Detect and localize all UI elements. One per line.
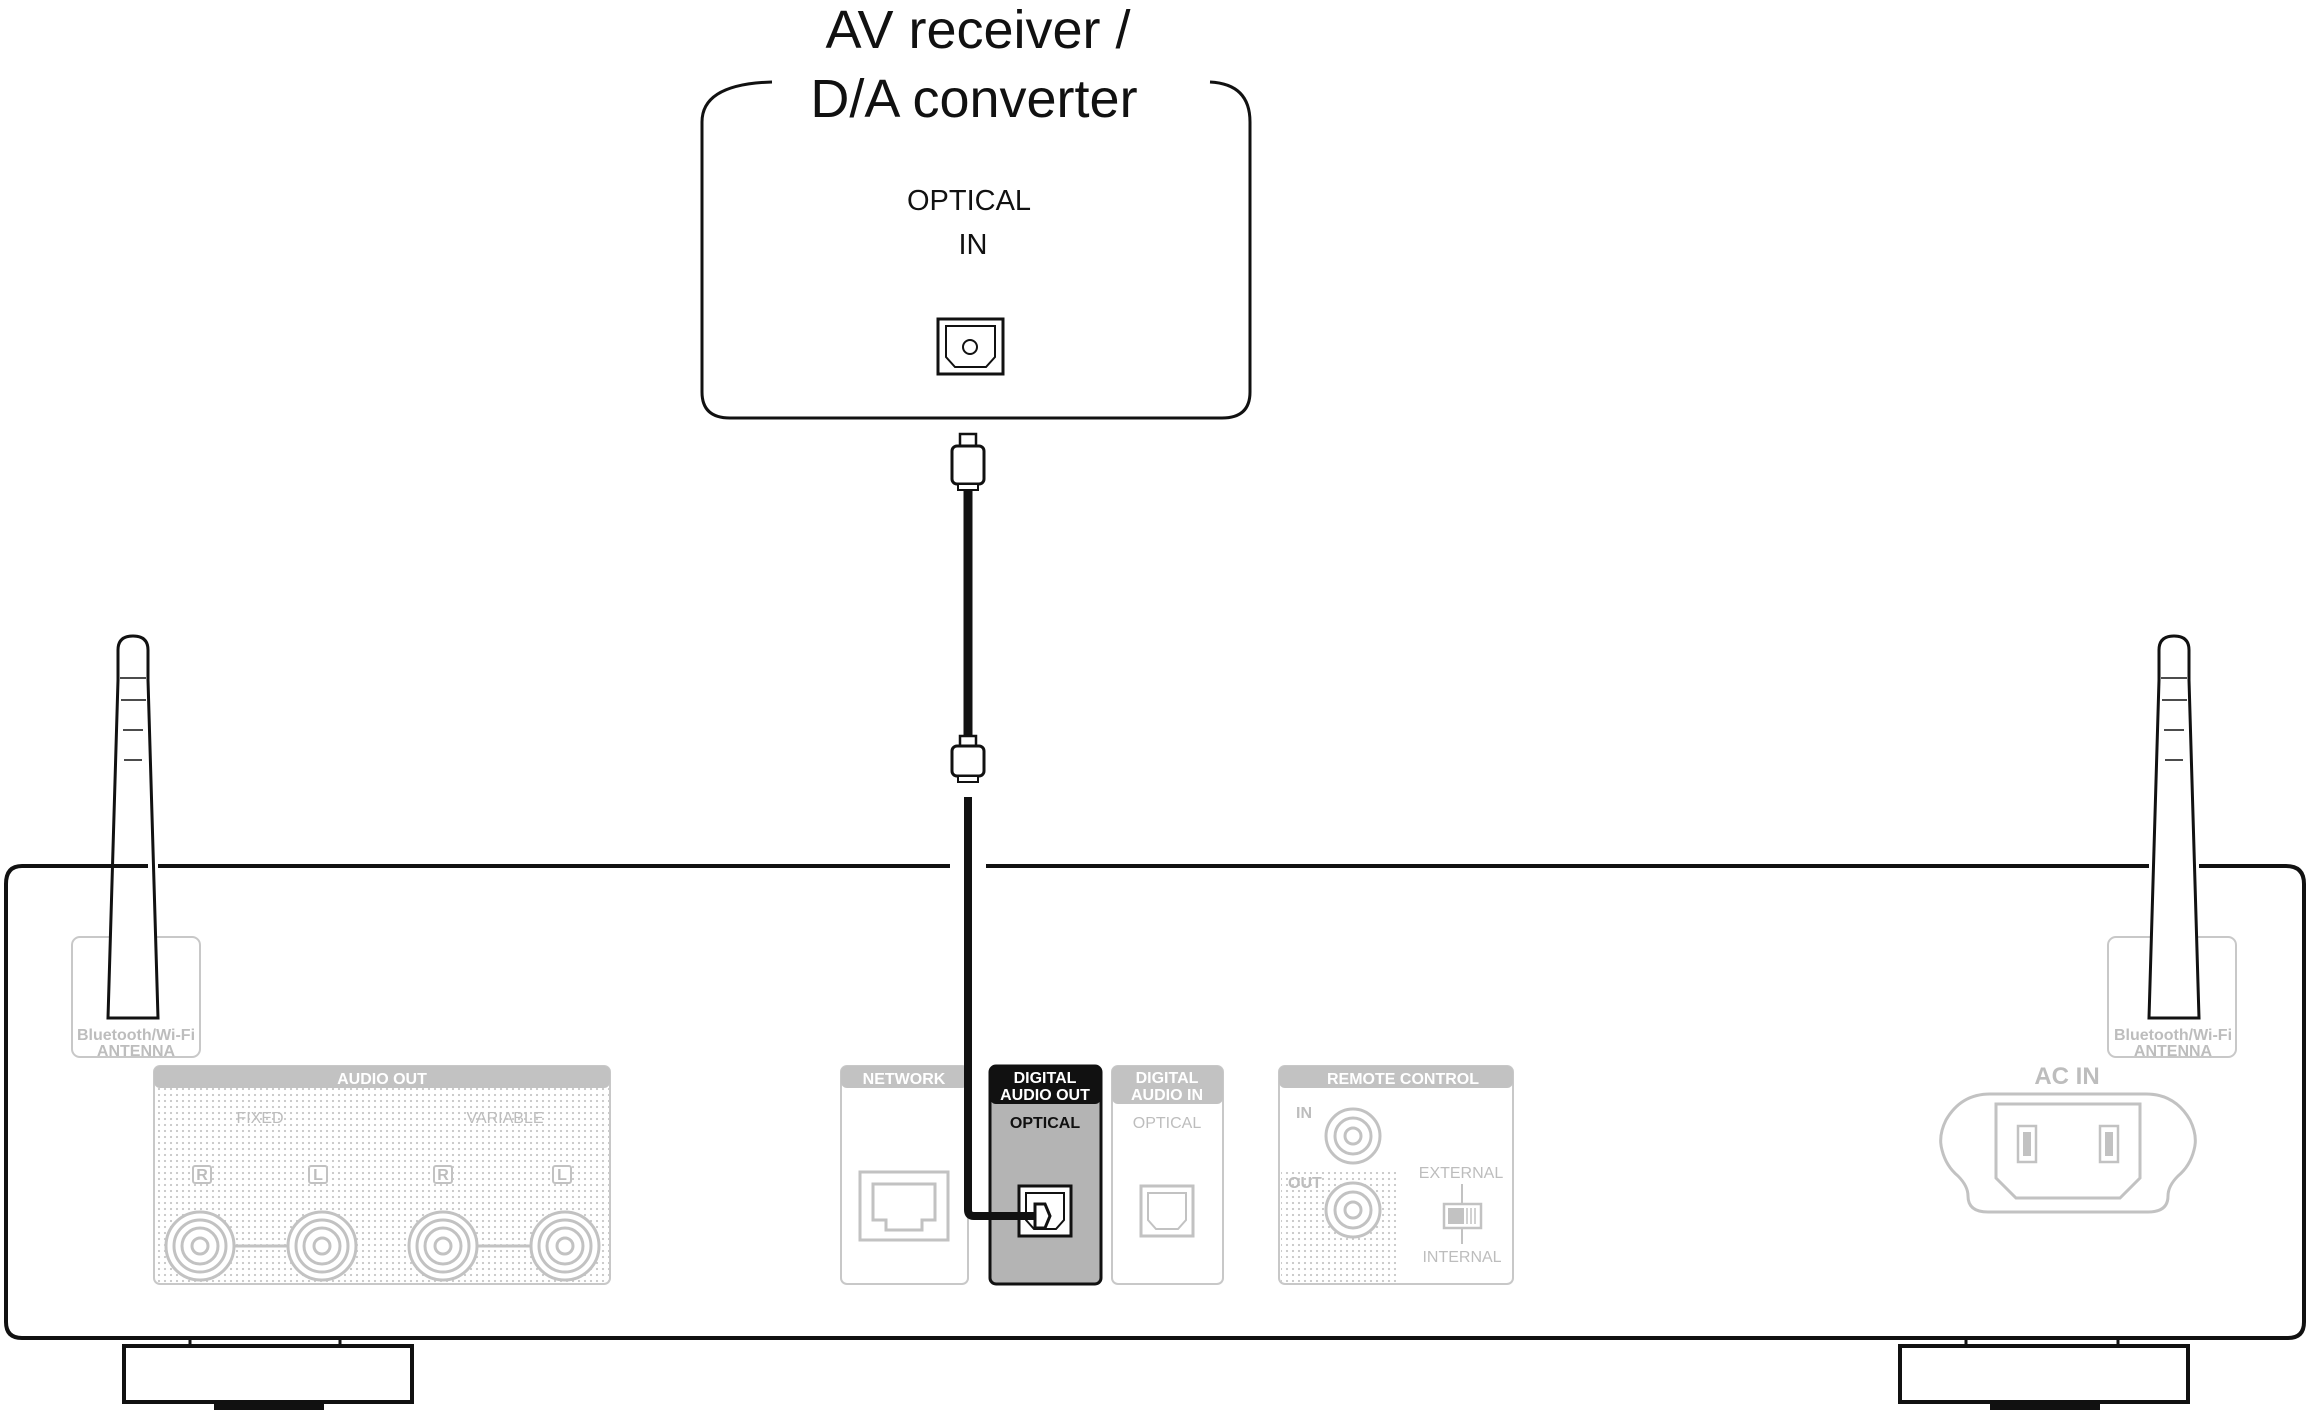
antenna-right-label-line1: Bluetooth/Wi-Fi: [2114, 1027, 2232, 1044]
foot-right: [1898, 1340, 2190, 1410]
channel-badge-l-variable: L: [552, 1165, 572, 1184]
optical-cable-lower: [964, 797, 1052, 1230]
rca-jack-fixed-l[interactable]: [286, 1210, 358, 1282]
audio-out-header: AUDIO OUT: [337, 1071, 427, 1088]
remote-in-jack[interactable]: [1324, 1107, 1382, 1165]
antenna-left-label-line2: ANTENNA: [97, 1043, 176, 1060]
ac-in-label: AC IN: [2034, 1063, 2099, 1090]
audio-out-fixed-label: FIXED: [236, 1110, 283, 1127]
receiver-optical-in-jack[interactable]: [936, 317, 1005, 376]
remote-out-label: OUT: [1288, 1175, 1322, 1192]
network-header: NETWORK: [863, 1071, 946, 1088]
channel-badge-r-fixed: R: [192, 1165, 212, 1184]
optical-in-jack[interactable]: [1139, 1184, 1195, 1238]
digital-audio-out-section: DIGITAL AUDIO OUT OPTICAL: [988, 1064, 1103, 1286]
channel-badge-r-variable: R: [433, 1165, 453, 1184]
external-internal-switch[interactable]: [1442, 1202, 1483, 1230]
network-section: NETWORK: [840, 1065, 969, 1285]
digital-in-header-line2: AUDIO IN: [1131, 1087, 1203, 1104]
receiver-port-label-line1: OPTICAL: [907, 185, 1031, 217]
svg-text:L: L: [313, 1167, 323, 1184]
svg-text:R: R: [196, 1167, 208, 1184]
ac-in-section: AC IN: [1939, 1063, 2197, 1214]
remote-control-header: REMOTE CONTROL: [1327, 1071, 1479, 1088]
remote-internal-label: INTERNAL: [1422, 1249, 1501, 1266]
remote-out-jack[interactable]: [1324, 1181, 1382, 1239]
remote-control-section: REMOTE CONTROL IN OUT EXTERNAL INTERNAL: [1278, 1065, 1514, 1285]
receiver-title-line1: AV receiver /: [825, 0, 1130, 60]
audio-out-variable-label: VARIABLE: [466, 1110, 543, 1127]
remote-in-label: IN: [1296, 1105, 1312, 1122]
digital-audio-in-section: DIGITAL AUDIO IN OPTICAL: [1111, 1065, 1224, 1285]
channel-badge-l-fixed: L: [308, 1165, 328, 1184]
antenna-right-label-line2: ANTENNA: [2134, 1043, 2213, 1060]
antenna-left: Bluetooth/Wi-Fi ANTENNA: [71, 634, 201, 1060]
rca-jack-variable-r[interactable]: [407, 1210, 479, 1282]
digital-in-optical-label: OPTICAL: [1133, 1115, 1202, 1132]
cable-plug-bottom: [950, 734, 986, 783]
foot-left: [122, 1340, 414, 1410]
cable-plug-top: [950, 432, 986, 491]
antenna-right: Bluetooth/Wi-Fi ANTENNA: [2107, 634, 2237, 1060]
optical-cable: [950, 432, 986, 783]
rca-jack-variable-l[interactable]: [529, 1210, 601, 1282]
ac-inlet[interactable]: [1939, 1092, 2197, 1214]
digital-out-header-line2: AUDIO OUT: [1000, 1087, 1090, 1104]
svg-text:R: R: [437, 1167, 449, 1184]
player-rear-panel: [4, 864, 2306, 1340]
receiver-title-line2: D/A converter: [810, 69, 1137, 129]
av-receiver-box: AV receiver / D/A converter OPTICAL IN: [700, 0, 1252, 420]
digital-out-optical-label: OPTICAL: [1010, 1115, 1080, 1132]
remote-external-label: EXTERNAL: [1419, 1165, 1504, 1182]
receiver-port-label-line2: IN: [959, 229, 988, 261]
svg-text:L: L: [557, 1167, 567, 1184]
rca-jack-fixed-r[interactable]: [164, 1210, 236, 1282]
ethernet-port[interactable]: [858, 1170, 950, 1242]
antenna-left-label-line1: Bluetooth/Wi-Fi: [77, 1027, 195, 1044]
audio-out-section: AUDIO OUT FIXED VARIABLE R L R L: [153, 1065, 611, 1285]
digital-out-header-line1: DIGITAL: [1014, 1070, 1077, 1087]
digital-in-header-line1: DIGITAL: [1136, 1070, 1199, 1087]
